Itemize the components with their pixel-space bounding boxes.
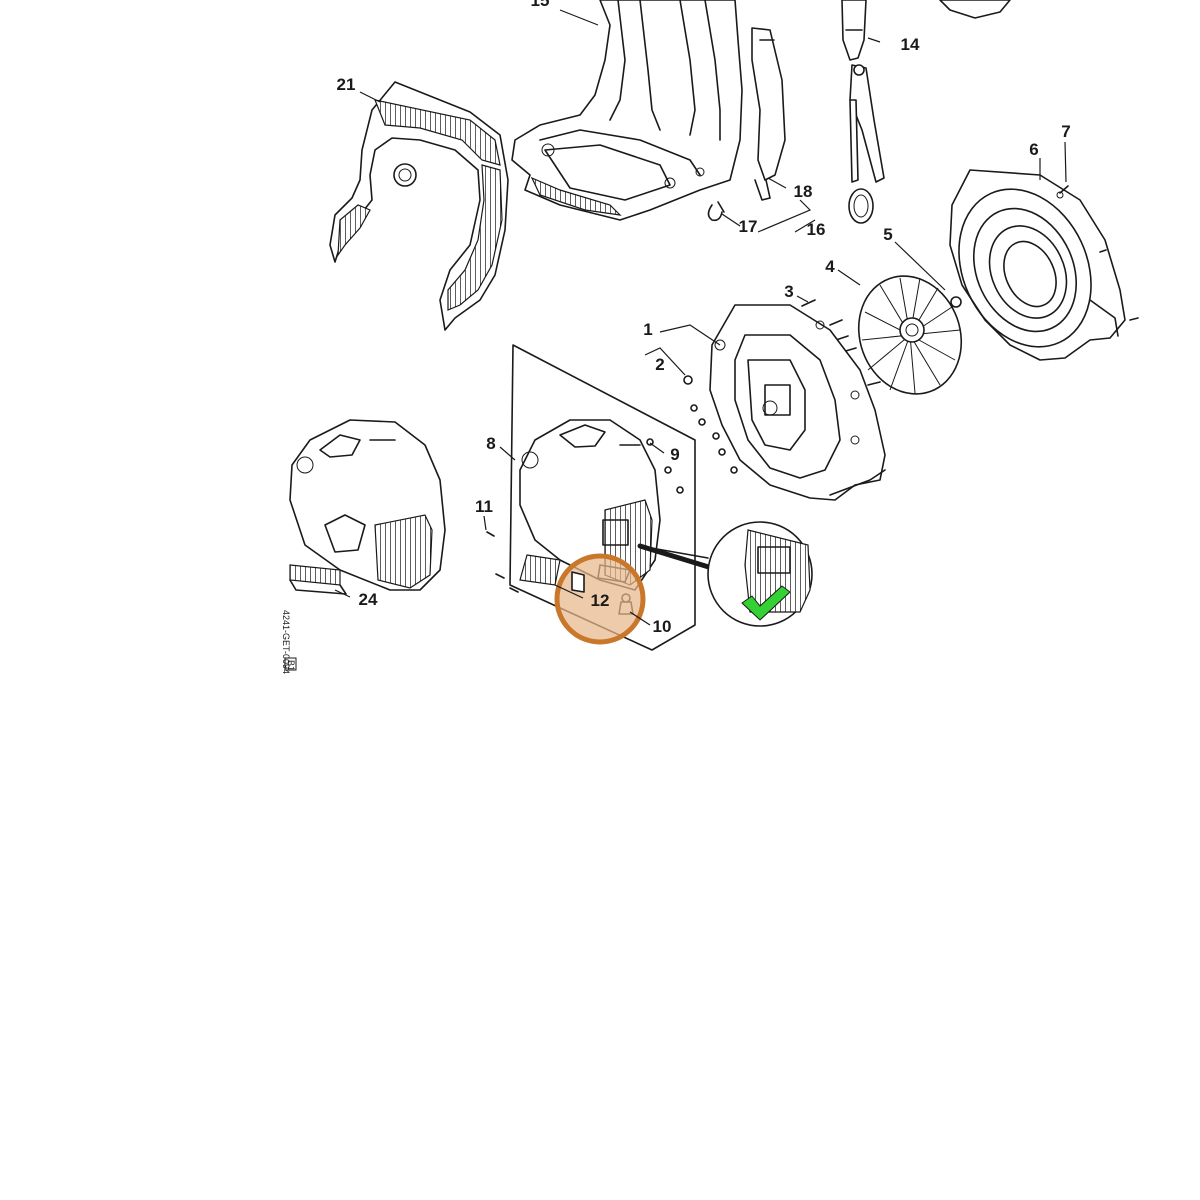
part-18-shoulder-strap bbox=[751, 27, 786, 201]
part-17-hook bbox=[707, 201, 725, 222]
zoom-detail bbox=[637, 521, 813, 627]
part-7-screw bbox=[1059, 185, 1139, 321]
part-14-strap bbox=[841, 0, 885, 224]
part-8-shroud-assembly-box bbox=[509, 344, 696, 651]
checkmark-icon bbox=[741, 585, 791, 621]
part-5-nut bbox=[950, 296, 962, 308]
part-24-filter bbox=[289, 564, 347, 595]
part-4-impeller bbox=[857, 275, 963, 395]
leader-lines bbox=[334, 9, 1067, 626]
callout-8: 8 bbox=[486, 434, 495, 453]
callout-top: 15 bbox=[531, 0, 550, 10]
drawing-code-box bbox=[284, 657, 297, 671]
callout-16: 16 bbox=[807, 220, 826, 239]
part-top-right-cover bbox=[939, 0, 1011, 19]
callout-17: 17 bbox=[739, 217, 758, 236]
callout-24: 24 bbox=[359, 590, 378, 609]
part-21-shroud bbox=[329, 81, 509, 331]
drawing-code-text: 4241-GET-0094 bbox=[281, 610, 291, 674]
callout-11: 11 bbox=[475, 497, 493, 516]
drawing-code-box-text: B1 bbox=[286, 660, 296, 671]
callout-21: 21 bbox=[337, 75, 356, 94]
callout-12: 12 bbox=[591, 591, 610, 610]
callout-2: 2 bbox=[655, 355, 664, 374]
part-2-grommets bbox=[683, 375, 738, 474]
part-9-screws bbox=[646, 438, 684, 494]
part-shroud-left bbox=[289, 419, 446, 591]
callout-labels: 15 21 14 18 17 16 7 6 5 4 3 1 2 8 9 11 2… bbox=[337, 0, 1071, 636]
part-6-blower-housing bbox=[949, 169, 1126, 361]
part-1-fan-housing bbox=[709, 304, 886, 501]
callout-3: 3 bbox=[784, 282, 793, 301]
callout-18: 18 bbox=[794, 182, 813, 201]
callout-5: 5 bbox=[883, 225, 892, 244]
callout-7: 7 bbox=[1061, 122, 1070, 141]
callout-1: 1 bbox=[643, 320, 652, 339]
callout-4: 4 bbox=[825, 257, 835, 276]
drawing-code: 4241-GET-0094 bbox=[281, 610, 291, 674]
callout-9: 9 bbox=[670, 445, 679, 464]
callout-6: 6 bbox=[1029, 140, 1038, 159]
callout-14: 14 bbox=[901, 35, 920, 54]
part-15-backpack-frame bbox=[511, 0, 743, 221]
callout-10: 10 bbox=[653, 617, 672, 636]
part-11-screws bbox=[486, 531, 519, 593]
